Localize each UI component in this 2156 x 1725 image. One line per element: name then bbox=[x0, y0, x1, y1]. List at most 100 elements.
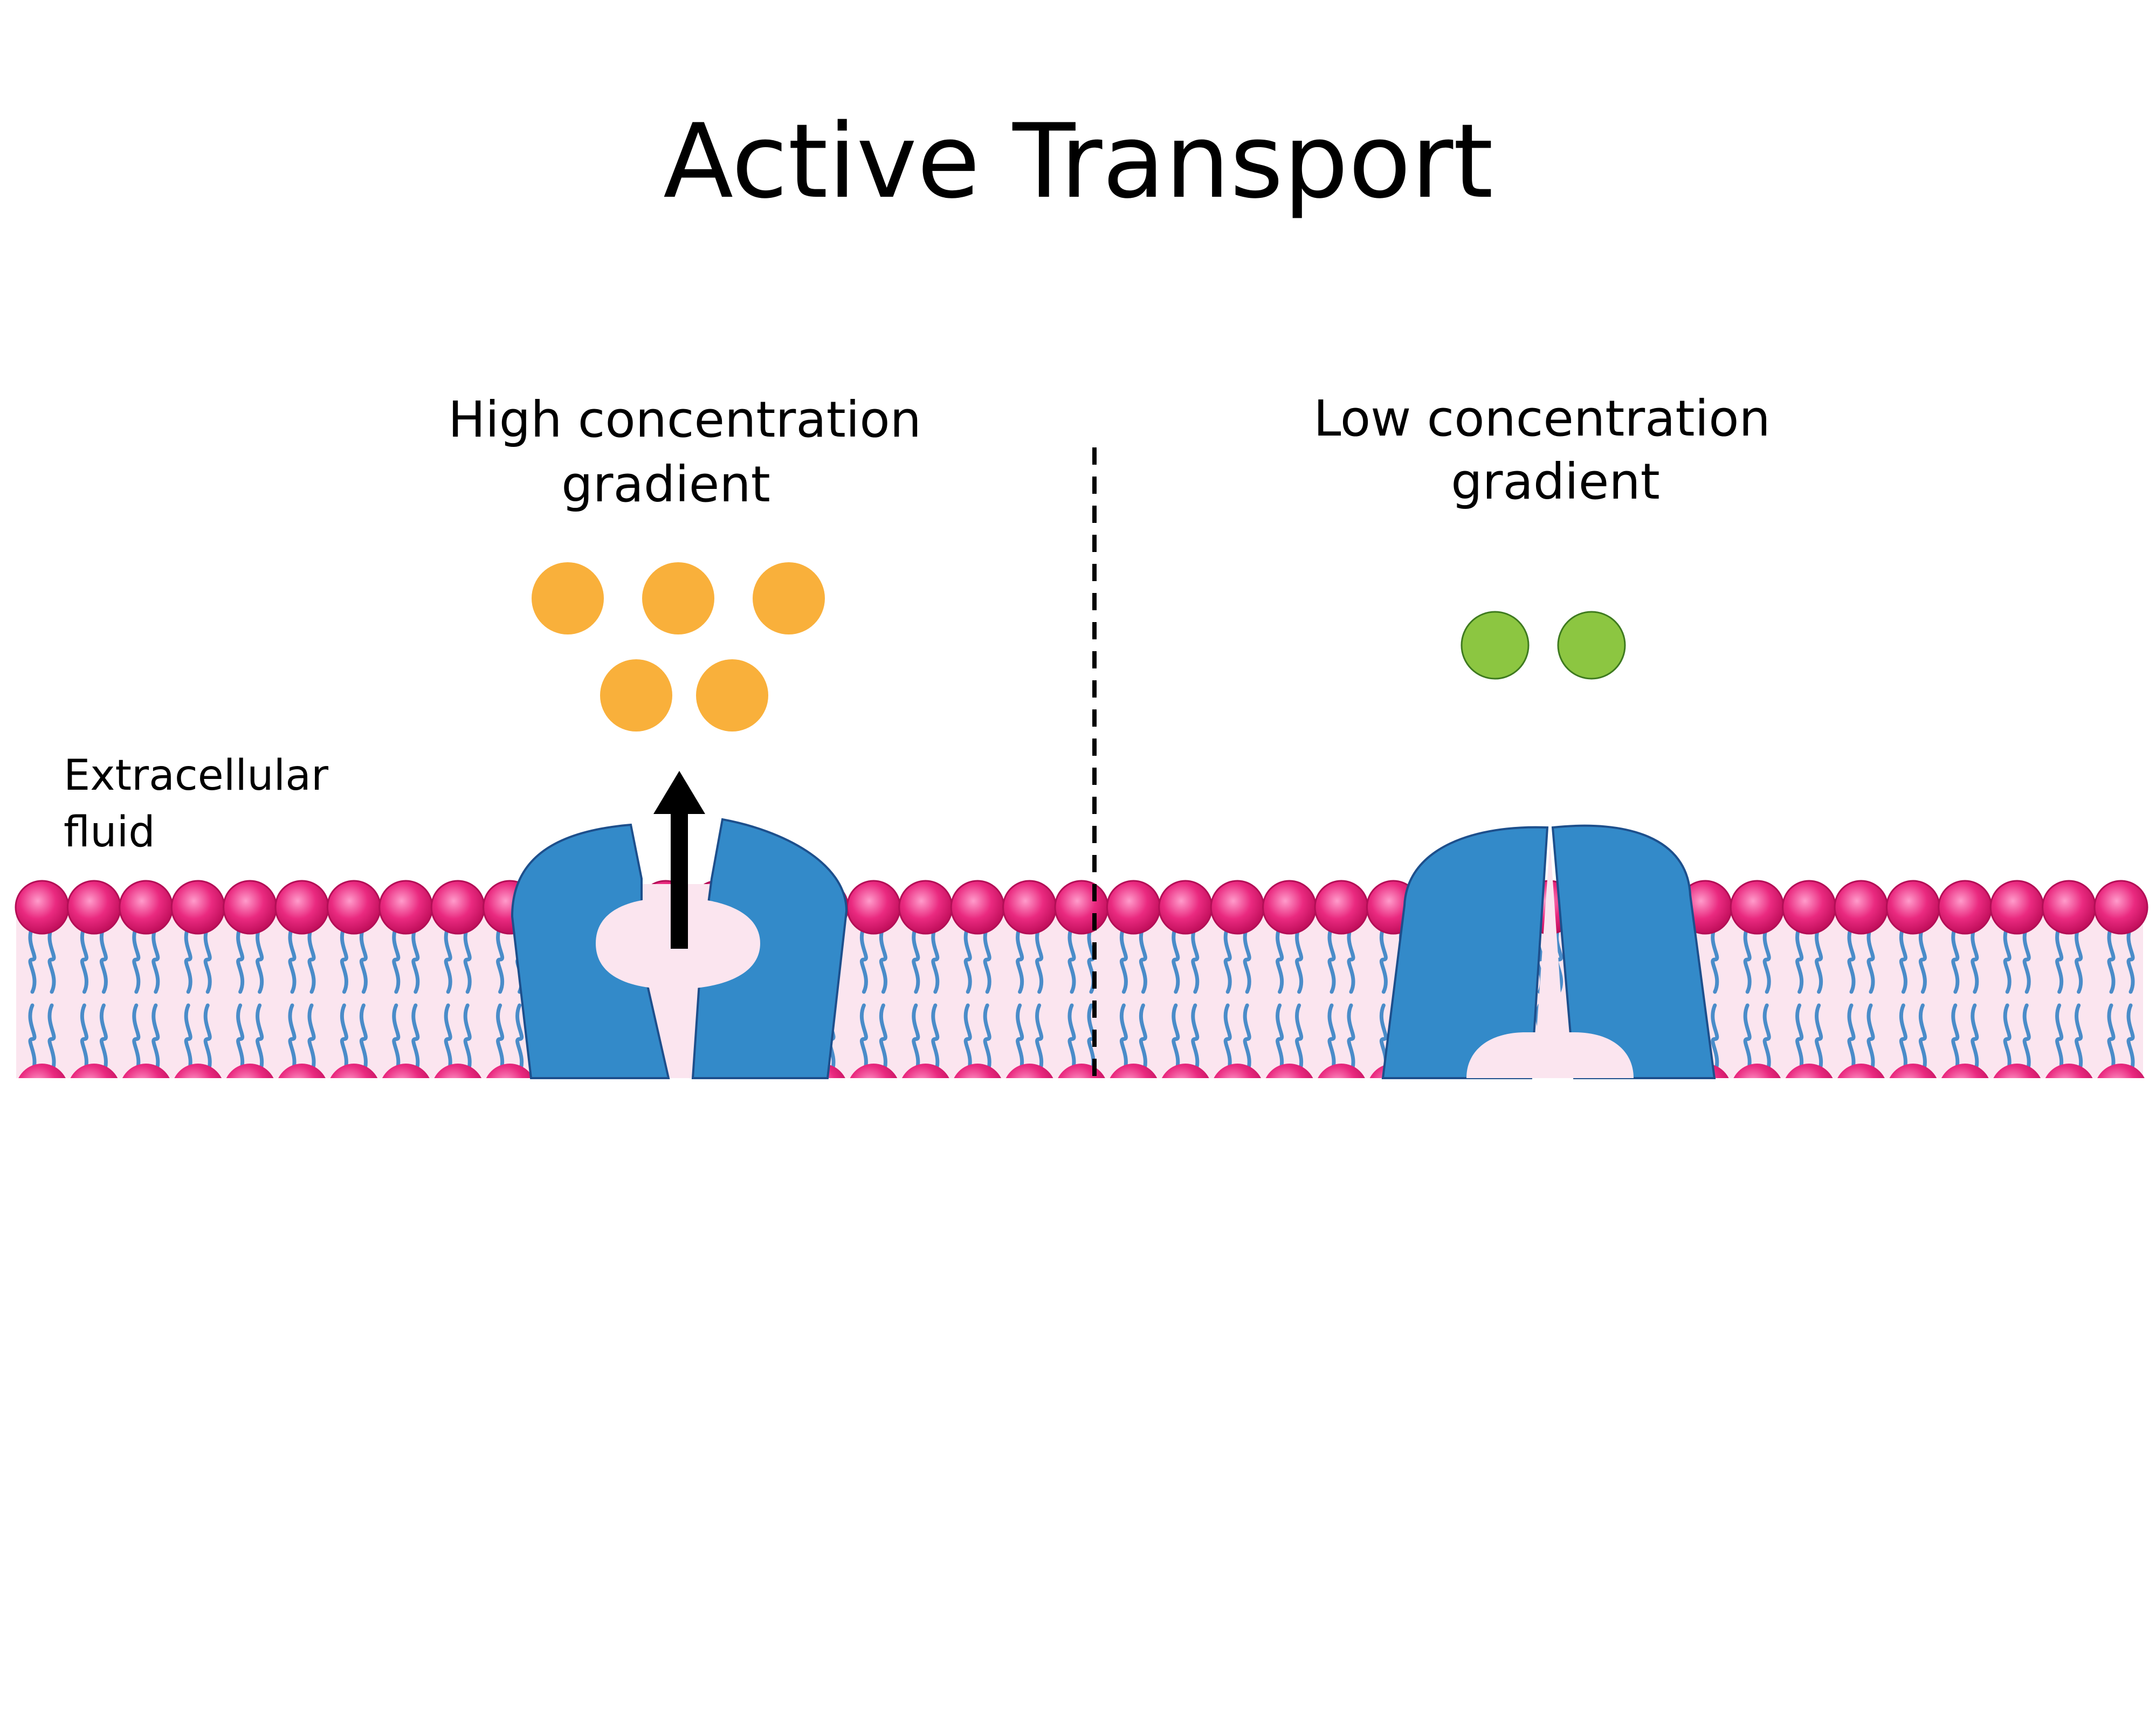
lipid-tail bbox=[1711, 1003, 1719, 1075]
diagram-title: Active Transport bbox=[663, 102, 1493, 221]
membrane-core bbox=[16, 907, 2143, 1078]
lipid-tail bbox=[444, 1003, 452, 1075]
protein-right-half-open bbox=[691, 818, 848, 1079]
phospholipid-head bbox=[1730, 880, 1785, 935]
lipid-tail bbox=[1191, 1003, 1200, 1075]
lipid-tail bbox=[931, 925, 940, 994]
lipid-tail bbox=[1743, 1003, 1752, 1075]
lipid-tail bbox=[1743, 925, 1752, 994]
lipid-tail bbox=[1918, 1003, 1927, 1075]
orange-molecule bbox=[642, 562, 714, 634]
lipid-tail bbox=[2126, 1003, 2135, 1075]
phospholipid-head bbox=[1262, 880, 1317, 935]
lipid-tail bbox=[2055, 925, 2064, 994]
lipid-tail bbox=[1951, 925, 1960, 994]
lipid-tail bbox=[340, 925, 348, 994]
lipid-tail bbox=[80, 925, 88, 994]
lipid-tail bbox=[1139, 925, 1147, 994]
phospholipid-head bbox=[1106, 880, 1161, 935]
lipid-tail bbox=[203, 925, 212, 994]
lipid-tail bbox=[392, 925, 401, 994]
lipid-tail bbox=[1276, 1003, 1284, 1075]
lipid-tail bbox=[80, 1003, 88, 1075]
lipid-tail bbox=[1223, 925, 1232, 994]
lipid-tail bbox=[1243, 1003, 1251, 1075]
orange-molecule bbox=[532, 562, 604, 634]
lipid-tail bbox=[1815, 1003, 1823, 1075]
high-concentration-molecules bbox=[532, 562, 825, 732]
orange-molecule bbox=[600, 659, 672, 732]
lipid-tail bbox=[151, 925, 160, 994]
lipid-tail bbox=[1347, 925, 1355, 994]
lipid-tail bbox=[256, 1003, 264, 1075]
lipid-tail bbox=[879, 1003, 887, 1075]
lipid-tail bbox=[1971, 925, 1979, 994]
upper-phospholipid-heads bbox=[15, 880, 2148, 935]
lipid-tail bbox=[2003, 1003, 2012, 1075]
phospholipid-head bbox=[846, 880, 901, 935]
lipid-tail bbox=[359, 925, 368, 994]
lipid-tail bbox=[1295, 925, 1304, 994]
orange-molecule bbox=[696, 659, 768, 732]
phospholipid-head bbox=[274, 880, 329, 935]
lipid-tail bbox=[203, 1003, 212, 1075]
low-concentration-label-line1: Low concentration bbox=[1313, 390, 1771, 447]
arrow-up-icon bbox=[653, 771, 705, 949]
lipid-tail bbox=[1223, 1003, 1232, 1075]
lipid-tail bbox=[1347, 1003, 1355, 1075]
lipid-tail bbox=[1119, 1003, 1128, 1075]
phospholipid-head bbox=[2093, 880, 2148, 935]
lipid-tail bbox=[99, 925, 108, 994]
phospholipid-head bbox=[898, 880, 953, 935]
lipid-tail bbox=[963, 925, 972, 994]
binding-site-closed bbox=[1466, 1032, 1634, 1078]
lipid-tail bbox=[1139, 1003, 1147, 1075]
lipid-tail bbox=[2055, 1003, 2064, 1075]
low-concentration-molecules bbox=[1461, 611, 1626, 680]
protein-channel-closed bbox=[1537, 841, 1563, 1032]
lipid-tail bbox=[983, 1003, 991, 1075]
lipid-tail bbox=[496, 1003, 505, 1075]
phospholipid-head bbox=[223, 880, 278, 935]
phospholipid-head bbox=[1938, 880, 1993, 935]
lipid-tail bbox=[1762, 1003, 1771, 1075]
phospholipid-head bbox=[1314, 880, 1369, 935]
lipid-tail bbox=[963, 1003, 972, 1075]
lipid-tail bbox=[1119, 925, 1128, 994]
phospholipid-head bbox=[326, 880, 381, 935]
phospholipid-head bbox=[1210, 880, 1265, 935]
lipid-tail bbox=[463, 1003, 472, 1075]
lipid-tail bbox=[307, 925, 316, 994]
lipid-tail bbox=[2126, 925, 2135, 994]
phospholipid-head bbox=[378, 880, 433, 935]
lipid-tail bbox=[1327, 925, 1336, 994]
high-concentration-label-line2: gradient bbox=[561, 456, 770, 513]
protein-left-half-open bbox=[511, 823, 670, 1079]
lipid-tail bbox=[931, 1003, 940, 1075]
lipid-tail bbox=[28, 925, 37, 994]
lipid-tail bbox=[515, 1003, 524, 1075]
lipid-tail bbox=[1847, 1003, 1856, 1075]
lipid-tail bbox=[1899, 925, 1907, 994]
high-concentration-label-line1: High concentration bbox=[448, 391, 921, 448]
lipid-tail bbox=[1276, 925, 1284, 994]
membrane-cutoff-mask bbox=[0, 1078, 2156, 1725]
lipid-tail bbox=[47, 1003, 56, 1075]
low-concentration-label-line2: gradient bbox=[1451, 453, 1660, 510]
lipid-tail bbox=[2107, 1003, 2116, 1075]
phospholipid-head bbox=[1989, 880, 2044, 935]
phospholipid-head bbox=[66, 880, 121, 935]
lipid-tail bbox=[359, 1003, 368, 1075]
lipid-tail bbox=[1035, 925, 1044, 994]
phospholipid-head bbox=[15, 880, 70, 935]
lipid-tail bbox=[151, 1003, 160, 1075]
lipid-tail bbox=[1172, 1003, 1180, 1075]
phospholipid-head bbox=[1054, 880, 1109, 935]
lipid-tail bbox=[2022, 1003, 2031, 1075]
phospholipid-head bbox=[1002, 880, 1057, 935]
extracellular-fluid-label-line2: fluid bbox=[64, 808, 155, 857]
lipid-tail bbox=[340, 1003, 348, 1075]
lipid-tail bbox=[236, 925, 245, 994]
lipid-tail bbox=[1795, 1003, 1804, 1075]
lipid-tail bbox=[2075, 1003, 2083, 1075]
